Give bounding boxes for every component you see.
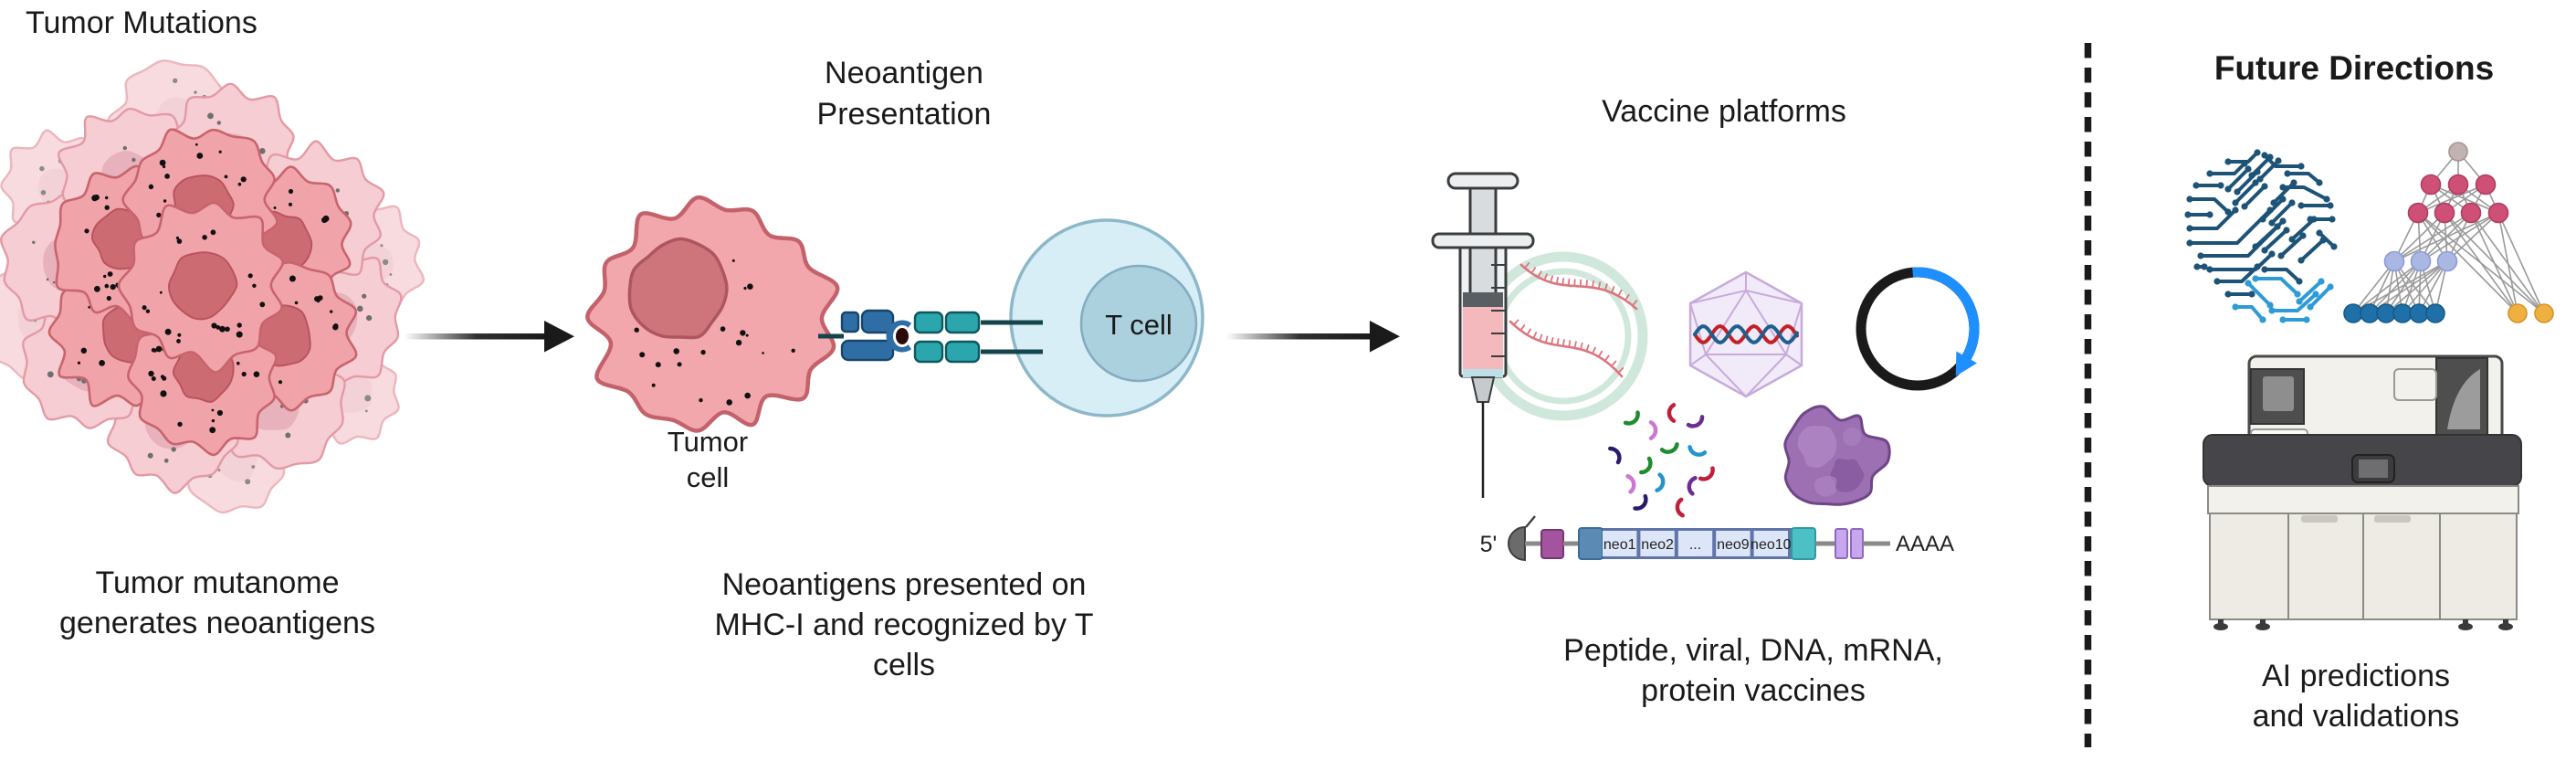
- peptide-fragments-icon: [1608, 403, 1715, 518]
- caption-tumor-mutations: Tumor mutanome generates neoantigens: [12, 563, 423, 643]
- title-line: Neoantigen: [825, 56, 983, 90]
- caption-line: AI predictions: [2262, 659, 2450, 693]
- flow-arrow-right: [405, 321, 574, 353]
- label-line: Tumor: [667, 426, 749, 458]
- caption-line: MHC-I and recognized by T: [714, 608, 1094, 643]
- t-cell-label: T cell: [1105, 309, 1172, 341]
- construct-box-label: neo2: [1641, 537, 1674, 553]
- construct-box-label: neo1: [1603, 537, 1636, 553]
- caption-line: cells: [872, 648, 936, 683]
- t-cell-illustration: [1009, 218, 1204, 417]
- flow-arrow-right: [1226, 321, 1400, 353]
- plasmid-dna-icon: [1856, 267, 1980, 391]
- caption-line: protein vaccines: [1641, 673, 1866, 709]
- mrna-strands-icon: [1509, 261, 1638, 378]
- caption-line: Neoantigens presented on: [721, 567, 1087, 602]
- caption-neoantigen-presentation: Neoantigens presented on MHC-I and recog…: [676, 565, 1132, 686]
- ai-circuit-brain-icon: [2184, 149, 2338, 323]
- section-title-tumor-mutations: Tumor Mutations: [26, 5, 258, 40]
- dna-sequencer-icon: [2203, 354, 2522, 630]
- poly-a-label: AAAA: [1896, 532, 1954, 556]
- construct-box-label: neo9: [1717, 537, 1750, 553]
- syringe-icon: [1431, 172, 1535, 498]
- neural-network-icon: [2343, 142, 2554, 323]
- title-line: Presentation: [816, 96, 992, 132]
- mhc-peptide-tcr-complex: [818, 309, 1043, 364]
- protein-structure-icon: [1783, 405, 1891, 506]
- caption-line: Peptide, viral, DNA, mRNA,: [1563, 633, 1943, 668]
- tumor-cell-illustration: [585, 195, 840, 433]
- section-title-vaccine-platforms: Vaccine platforms: [1602, 94, 1846, 129]
- caption-line: and validations: [2252, 699, 2460, 735]
- caption-vaccine-platforms: Peptide, viral, DNA, mRNA, protein vacci…: [1516, 630, 1991, 711]
- viral-capsid-icon: [1688, 270, 1803, 398]
- tumor-cell-cluster-illustration: [0, 59, 425, 514]
- tumor-cell-label: Tumor cell: [630, 424, 785, 495]
- section-title-neoantigen-presentation: Neoantigen Presentation: [776, 53, 1032, 135]
- caption-line: generates neoantigens: [59, 606, 375, 641]
- section-title-future-directions: Future Directions: [2213, 49, 2495, 87]
- caption-line: Tumor mutanome: [95, 565, 340, 600]
- five-prime-label: 5': [1480, 532, 1498, 557]
- construct-box-label: ...: [1689, 537, 1701, 553]
- label-line: cell: [686, 461, 730, 494]
- caption-future-directions: AI predictions and validations: [2205, 656, 2507, 736]
- construct-box-label: neo10: [1751, 537, 1792, 553]
